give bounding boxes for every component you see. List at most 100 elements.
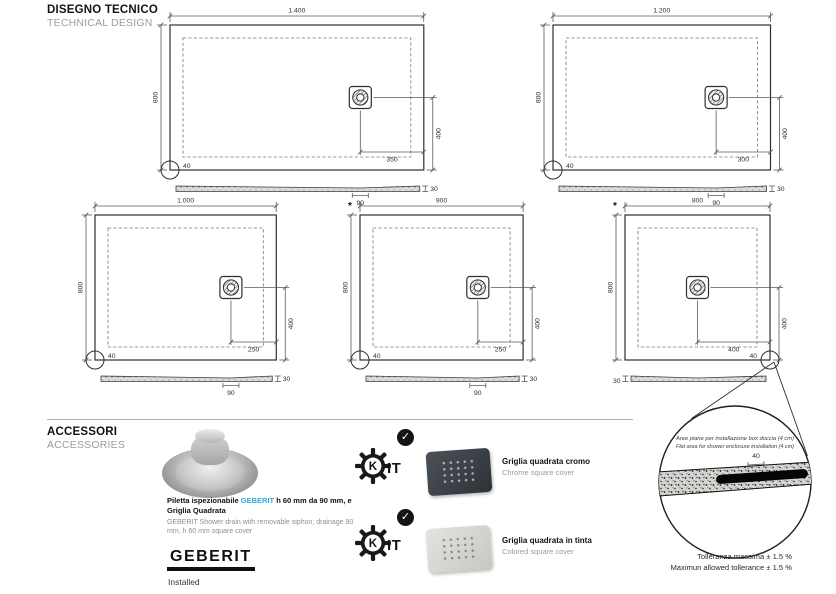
check-icon: ✓ [397, 429, 414, 446]
svg-text:1.000: 1.000 [177, 198, 194, 205]
svg-text:800: 800 [536, 92, 543, 104]
check-glyph: ✓ [400, 431, 411, 443]
svg-text:1.400: 1.400 [288, 8, 305, 15]
dim-width: 1.200 [550, 8, 774, 22]
accessories-header: ACCESSORI ACCESSORIES [47, 426, 125, 451]
drain-desc-brand: GEBERIT [240, 496, 275, 505]
svg-text:40: 40 [749, 353, 757, 360]
tray-flat-area-outline [107, 227, 264, 348]
drain-symbol [704, 85, 728, 110]
drain-desc-suffix: h 60 mm da 90 mm, e Griglia Quadrata [167, 496, 352, 515]
dim-width: 1.400 [167, 8, 427, 22]
svg-text:350: 350 [386, 157, 398, 164]
magnifier-note-en: Flat area for shower enclosure installat… [676, 444, 794, 450]
cover-label-it: Griglia quadrata in tinta [502, 536, 592, 545]
tolerance-line-en: Maximun allowed tollerance ± 1.5 % [670, 563, 792, 573]
svg-text:800: 800 [692, 198, 704, 205]
gear-icon: K [355, 448, 391, 484]
svg-text:30: 30 [530, 376, 538, 383]
dim-depth: 800 [78, 212, 92, 363]
drain-desc-prefix: Piletta ispezionabile [167, 496, 241, 505]
svg-text:1.200: 1.200 [653, 8, 670, 15]
geberit-logo-text: GEBERIT [167, 548, 255, 571]
corner-flat-marker: 40 [749, 350, 780, 370]
dim-width: 800 [622, 198, 773, 212]
gear-icon: K [355, 525, 391, 561]
dim-drain-vertical: 400 [729, 94, 789, 173]
drain-symbol [219, 275, 243, 300]
drain-symbol [685, 275, 710, 300]
cover-label-it: Griglia quadrata cromo [502, 457, 591, 466]
drain-siphon-photo [160, 424, 260, 500]
drain-description: Piletta ispezionabile GEBERIT h 60 mm da… [167, 496, 359, 536]
chrome-cover-image [425, 447, 493, 497]
svg-text:800: 800 [608, 282, 615, 294]
check-icon: ✓ [397, 509, 414, 526]
magnifier-dim-40: 40 [747, 453, 765, 469]
dim-drain-horizontal: 250 [228, 300, 279, 354]
dim-depth: 800 [343, 212, 357, 363]
page-header: DISEGNO TECNICO TECHNICAL DESIGN [47, 4, 158, 29]
dim-drain-vertical: 400 [373, 94, 442, 173]
tolerance-note: Tolleranza massima ± 1.5 % Maximun allow… [670, 551, 792, 574]
svg-text:40: 40 [752, 453, 760, 460]
colored-cover-image [425, 524, 493, 574]
installed-label: Installed [168, 577, 200, 587]
svg-text:800: 800 [153, 92, 160, 104]
tray-flat-area-outline [565, 37, 758, 158]
dim-depth: 800 [153, 22, 167, 173]
drain-description-en: GEBERIT Shower drain with removable siph… [167, 518, 354, 535]
page-subtitle: TECHNICAL DESIGN [47, 17, 153, 29]
dim-drain-vertical: 400 [490, 284, 542, 363]
svg-text:40: 40 [373, 353, 381, 360]
drain-cap-top [195, 429, 225, 443]
svg-text:30: 30 [430, 186, 438, 193]
svg-text:K: K [369, 537, 378, 550]
svg-text:40: 40 [566, 163, 574, 170]
corner-detail-magnifier: Aree piane per installazione box doccia … [658, 361, 812, 559]
tolerance-line-it: Tolleranza massima ± 1.5 % [697, 552, 792, 561]
kit-it-text: IT [387, 537, 402, 554]
kit-logo: K IT [354, 447, 401, 485]
drain-channel [716, 469, 808, 484]
cover-label-colored: Griglia quadrata in tinta Colored square… [502, 536, 662, 556]
svg-text:900: 900 [436, 198, 448, 205]
svg-text:400: 400 [728, 347, 740, 354]
svg-text:250: 250 [248, 347, 260, 354]
dim-drain-vertical: 400 [710, 284, 789, 363]
kit-it-text: IT [387, 460, 402, 477]
svg-text:400: 400 [782, 318, 789, 330]
svg-text:300: 300 [738, 157, 750, 164]
geberit-logo: GEBERIT [167, 548, 255, 571]
dim-width: 1.000 [92, 198, 279, 212]
cover-label-en: Chrome square cover [502, 468, 575, 477]
dim-depth: 800 [536, 22, 550, 173]
svg-text:400: 400 [782, 128, 789, 140]
dim-drain-vertical: 400 [243, 284, 295, 363]
profile-section: 30 [613, 375, 767, 385]
drain-symbol [466, 275, 490, 300]
callout-line [773, 361, 808, 457]
section-divider [47, 419, 633, 420]
svg-text:400: 400 [435, 128, 442, 140]
tray-flat-area-outline [372, 227, 511, 348]
dim-drain-horizontal: 350 [357, 110, 427, 164]
svg-text:30: 30 [613, 378, 621, 385]
svg-text:40: 40 [108, 353, 116, 360]
asterisk-note: * [613, 201, 617, 212]
corner-flat-marker: 40 [543, 160, 574, 180]
accessories-subtitle: ACCESSORIES [47, 439, 126, 451]
svg-text:90: 90 [227, 390, 235, 397]
cover-dot-grid [440, 457, 478, 487]
svg-text:30: 30 [777, 186, 785, 193]
callout-line [691, 361, 775, 419]
svg-text:800: 800 [78, 282, 85, 294]
